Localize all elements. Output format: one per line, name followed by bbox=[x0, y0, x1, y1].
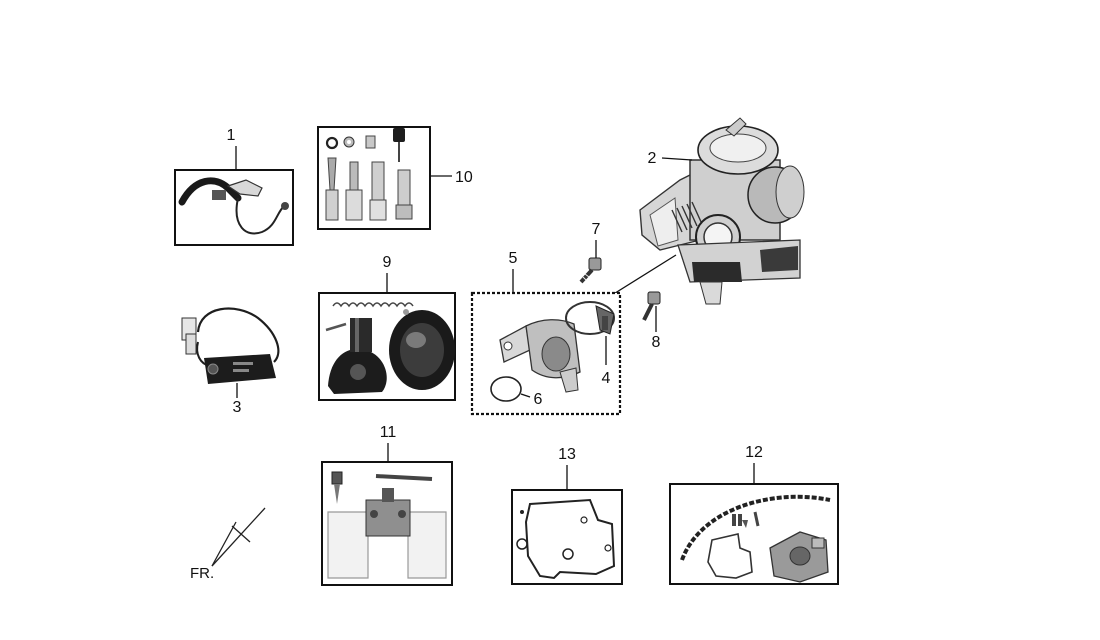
orientation-marker: FR. bbox=[190, 507, 266, 582]
part-9-callout: 9 bbox=[383, 254, 392, 271]
part-10-group: 10 bbox=[317, 126, 473, 230]
part-11-group: 11 bbox=[321, 424, 453, 586]
part-5-group: 5 bbox=[470, 250, 622, 416]
part-5-callout: 5 bbox=[509, 250, 518, 267]
carburetor-assembly-icon bbox=[639, 117, 805, 305]
part-1-group: 1 bbox=[174, 127, 294, 246]
choke-wire-icon bbox=[178, 177, 289, 235]
part-13-group: 13 bbox=[511, 446, 623, 585]
part-2-callout: 2 bbox=[648, 150, 657, 167]
gasket-icon bbox=[516, 498, 616, 580]
part-9-group: 9 bbox=[318, 254, 456, 401]
part-7-group: 7 bbox=[579, 221, 602, 284]
part-1-frame bbox=[174, 169, 294, 246]
part-11-callout: 11 bbox=[380, 424, 397, 441]
repair-kit-icon bbox=[680, 494, 831, 583]
part-6-group: 6 bbox=[490, 376, 543, 408]
screw-icon bbox=[642, 291, 661, 321]
part-12-callout: 12 bbox=[745, 444, 763, 461]
vacuum-diaphragm-kit-icon bbox=[325, 302, 455, 394]
bolt-icon bbox=[579, 257, 602, 284]
part-7-callout: 7 bbox=[592, 221, 601, 238]
part-6-callout: 6 bbox=[534, 391, 543, 408]
part-1-callout: 1 bbox=[227, 127, 236, 144]
part-3-group: 3 bbox=[181, 307, 280, 416]
part-4-group: 4 bbox=[602, 316, 611, 387]
jet-needle-kit-icon bbox=[325, 128, 413, 221]
part-2-group: 2 bbox=[603, 117, 805, 305]
part-12-group: 12 bbox=[669, 444, 839, 585]
front-arrow-icon bbox=[211, 507, 266, 567]
part-4-callout: 4 bbox=[602, 370, 611, 387]
hose-clamp-icon bbox=[602, 316, 608, 330]
orientation-label: FR. bbox=[190, 565, 214, 582]
o-ring-icon bbox=[490, 376, 522, 402]
part-8-callout: 8 bbox=[652, 334, 661, 351]
electric-choke-unit-icon bbox=[181, 307, 280, 384]
part-13-callout: 13 bbox=[558, 446, 576, 463]
part-3-callout: 3 bbox=[233, 399, 242, 416]
part-8-group: 8 bbox=[642, 291, 661, 351]
part-10-callout: 10 bbox=[455, 169, 473, 186]
float-needle-kit-icon bbox=[327, 471, 447, 579]
